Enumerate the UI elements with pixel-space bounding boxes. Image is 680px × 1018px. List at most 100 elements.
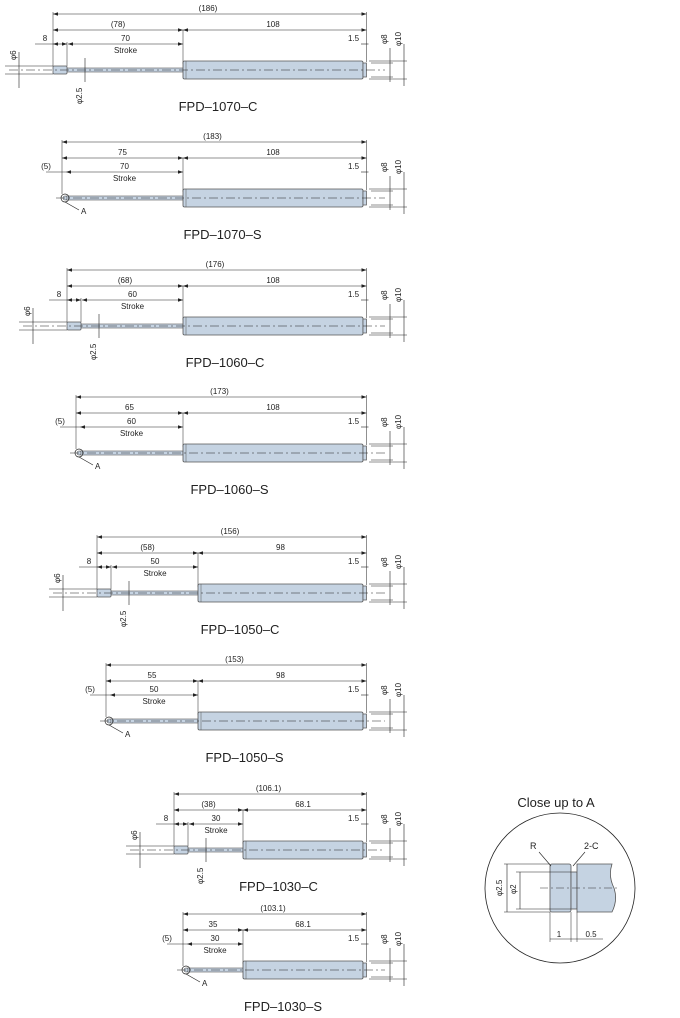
dim-rod-label: 35 (209, 920, 218, 929)
dim-stroke-arrow (187, 942, 192, 946)
dim-body-arrow (361, 28, 367, 32)
dim-gap-label: 1.5 (348, 162, 360, 171)
dim-body-arrow (361, 679, 367, 683)
dim-d6-label: φ6 (53, 573, 62, 583)
dim-body-arrow (198, 679, 203, 683)
dim-tip-label: 8 (57, 290, 62, 299)
dim-rod-arrow (62, 156, 67, 160)
dim-gap-label: 1.5 (348, 34, 360, 43)
dim-stroke-arrow (80, 425, 85, 429)
dim-rod-arrow (178, 28, 183, 32)
dim-d10-label: φ10 (394, 811, 403, 826)
dim-stroke-label: Stroke (142, 697, 166, 706)
dim-total-label: (156) (221, 527, 240, 536)
dim-stroke-arrow (238, 822, 243, 826)
dim-total-label: (183) (203, 132, 222, 141)
dim-tip-label: (5) (55, 417, 65, 426)
dim-tip-label: (5) (162, 934, 172, 943)
model-name: FPD–1060–C (186, 355, 265, 370)
dim-d2-5-label: φ2.5 (75, 87, 84, 104)
dim-total-arrow (67, 268, 72, 272)
dim-d10-label: φ10 (394, 931, 403, 946)
dim-body-arrow (361, 284, 367, 288)
dim-stroke-arrow (82, 298, 87, 302)
dim-body-label: 108 (266, 403, 280, 412)
dim-body-arrow (361, 551, 367, 555)
dim-rod-label: 65 (125, 403, 134, 412)
dim-gap-label: 1.5 (348, 685, 360, 694)
dim-body-arrow (243, 928, 248, 932)
detail-a-leader (185, 973, 201, 983)
model-name: FPD–1070–C (179, 99, 258, 114)
model-name: FPD–1030–C (239, 879, 318, 894)
dim-d6-label: φ6 (23, 306, 32, 316)
dim-rod-arrow (76, 411, 81, 415)
closeup-len1: 1 (557, 930, 562, 939)
dim-total-label: (186) (199, 4, 218, 13)
model-name: FPD–1050–C (201, 622, 280, 637)
dim-total-arrow (76, 395, 81, 399)
dim-body-label: 68.1 (295, 800, 311, 809)
dim-d10-label: φ10 (394, 682, 403, 697)
dim-tip-arrow (183, 822, 188, 826)
closeup-len2: 0.5 (585, 930, 597, 939)
dim-stroke-arrow (189, 822, 194, 826)
dim-tip-arrow (53, 42, 58, 46)
closeup-circle (484, 812, 636, 964)
dim-total-arrow (361, 535, 367, 539)
dim-rod-arrow (106, 679, 111, 683)
closeup-neck (570, 871, 578, 910)
dim-rod-arrow (53, 28, 58, 32)
dim-stroke-arrow (193, 693, 198, 697)
dim-tip-arrow (67, 298, 72, 302)
dim-body-label: 108 (266, 148, 280, 157)
dim-tip-arrow (76, 298, 81, 302)
dim-d8-label: φ8 (380, 162, 389, 172)
dim-body-arrow (183, 411, 188, 415)
dim-stroke-arrow (112, 565, 117, 569)
dim-total-label: (176) (206, 260, 225, 269)
detail-a-leader (108, 724, 124, 734)
dim-rod-arrow (238, 808, 243, 812)
detail-a-leader (78, 456, 94, 466)
dim-d10-label: φ10 (394, 414, 403, 429)
dim-stroke-label: Stroke (121, 302, 145, 311)
dim-tip-label: 8 (164, 814, 169, 823)
dim-rod-arrow (193, 551, 198, 555)
dim-stroke-label: Stroke (113, 174, 137, 183)
closeup-rod (576, 863, 616, 913)
dim-rod-label: (78) (111, 20, 126, 29)
detail-a-label: A (202, 979, 208, 988)
dim-rod-arrow (178, 411, 183, 415)
dim-body-label: 98 (276, 671, 285, 680)
model-name: FPD–1060–S (190, 482, 268, 497)
dim-gap-label: 1.5 (348, 934, 360, 943)
dim-total-arrow (174, 792, 179, 796)
dim-rod-arrow (67, 284, 72, 288)
dim-rod-arrow (174, 808, 179, 812)
dim-stroke-arrow (178, 425, 183, 429)
dim-stroke-value: 60 (128, 290, 137, 299)
dim-body-arrow (183, 156, 188, 160)
dim-body-label: 108 (266, 20, 280, 29)
dim-stroke-value: 70 (120, 162, 129, 171)
dim-total-arrow (97, 535, 102, 539)
dim-d10-label: φ10 (394, 159, 403, 174)
dim-tip-arrow (174, 822, 179, 826)
dim-d8-label: φ8 (380, 290, 389, 300)
dim-total-label: (153) (225, 655, 244, 664)
dim-total-label: (103.1) (260, 904, 286, 913)
dim-stroke-arrow (68, 42, 73, 46)
dim-stroke-arrow (193, 565, 198, 569)
dim-stroke-value: 50 (150, 685, 159, 694)
dim-rod-label: (38) (201, 800, 216, 809)
dim-stroke-value: 70 (121, 34, 130, 43)
dim-rod-label: (68) (118, 276, 133, 285)
